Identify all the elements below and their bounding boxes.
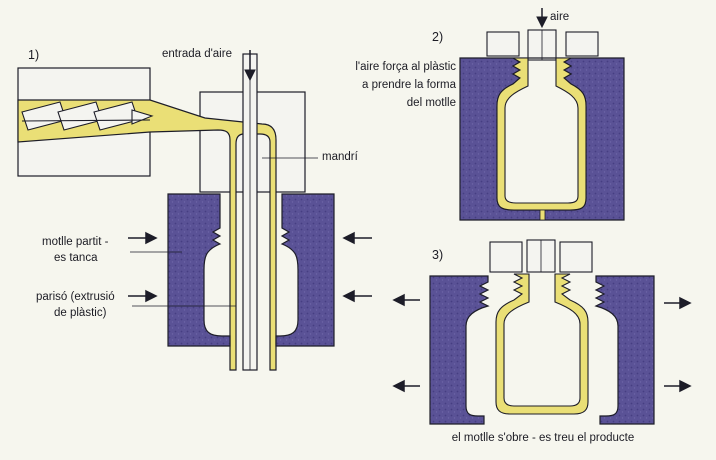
mould-right-half [275, 193, 335, 347]
air-inlet-arrow [244, 50, 256, 82]
step3-top-block-left [489, 241, 523, 273]
air-inlet-label: entrada d'aire [162, 48, 232, 60]
step3-caption: el motlle s'obre - es treu el producte [451, 432, 635, 444]
step2-mould [459, 57, 625, 221]
mandrel-label: mandrí [322, 151, 358, 163]
step2-panel [459, 8, 625, 221]
step1-panel [17, 50, 372, 371]
step2-desc-line3: del motlle [406, 97, 456, 109]
mould-label-line2: es tanca [54, 252, 98, 264]
step1-number: 1) [28, 48, 40, 62]
step2-air-label: aire [550, 11, 570, 23]
step2-air-arrow [536, 8, 548, 29]
step2-desc-line1: l'aire força al plàstic [355, 61, 456, 73]
step3-panel [392, 239, 692, 425]
step3-mould-right-half [594, 275, 655, 425]
step3-top-block-right [559, 241, 593, 273]
step3-finished-bottle [495, 273, 589, 415]
parison-label-line2: de plàstic) [54, 307, 107, 319]
step2-top-block-right [565, 31, 599, 57]
step2-blown-product [496, 57, 587, 211]
step2-number: 2) [432, 30, 444, 44]
mould-left-half [167, 193, 231, 347]
step1-leader-lines [130, 157, 318, 307]
mould-label-line1: motlle partit - [42, 236, 109, 248]
step3-number: 3) [432, 248, 444, 262]
mould-opening-arrows [392, 293, 692, 393]
step2-desc-line2: a prendre la forma [362, 79, 456, 91]
extruder-screw [21, 101, 154, 131]
parison-label-line1: parisó (extrusió [36, 291, 115, 303]
step3-mould-left-half [429, 275, 490, 425]
step2-top-block-left [486, 31, 520, 57]
mould-closing-arrows [128, 231, 372, 303]
